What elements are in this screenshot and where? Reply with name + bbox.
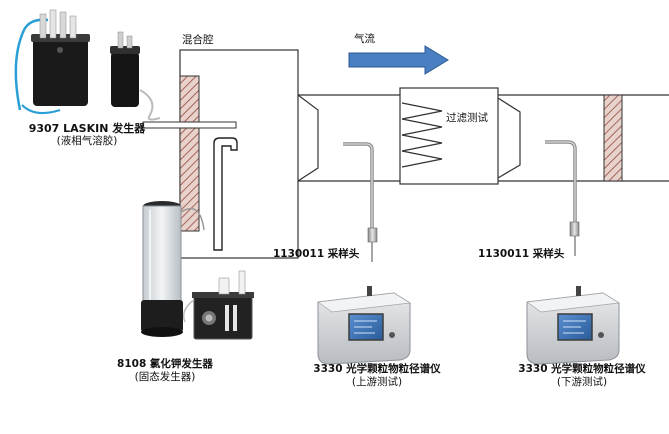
kcl-generator-subtitle: (固态发生器) bbox=[134, 371, 196, 383]
downstream-mixing-baffle bbox=[603, 94, 623, 182]
aerosol-injection-tube bbox=[142, 121, 237, 129]
probe-upstream-label: 1130011 采样头 bbox=[273, 248, 360, 260]
filter-test-label: 过滤测试 bbox=[446, 112, 488, 124]
kcl-generator-title: 8108 氯化钾发生器 bbox=[117, 358, 213, 370]
laskin-generator-image bbox=[14, 9, 161, 121]
filter-test-section bbox=[399, 87, 499, 185]
mixing-chamber-inlet-baffle bbox=[179, 75, 200, 232]
spectrometer-downstream-image bbox=[526, 286, 621, 365]
laskin-generator-subtitle: (液相气溶胶) bbox=[56, 135, 118, 147]
duct-upstream bbox=[297, 94, 400, 182]
spectrometer-downstream-subtitle: (下游测试) bbox=[556, 376, 608, 388]
mixing-chamber-label: 混合腔 bbox=[182, 34, 214, 46]
kcl-generator-image bbox=[141, 201, 254, 340]
kcl-generator-label: 8108 氯化钾发生器 (固态发生器) bbox=[100, 358, 230, 384]
spectrometer-upstream-subtitle: (上游测试) bbox=[351, 376, 403, 388]
probe-downstream-label: 1130011 采样头 bbox=[478, 248, 565, 260]
probe-upstream bbox=[343, 142, 378, 262]
spectrometer-upstream-title: 3330 光学颗粒物粒径谱仪 bbox=[313, 363, 441, 375]
spectrometer-downstream-title: 3330 光学颗粒物粒径谱仪 bbox=[518, 363, 646, 375]
spectrometer-upstream-image bbox=[317, 286, 412, 365]
spectrometer-downstream-label: 3330 光学颗粒物粒径谱仪 (下游测试) bbox=[505, 363, 659, 389]
spectrometer-upstream-label: 3330 光学颗粒物粒径谱仪 (上游测试) bbox=[300, 363, 454, 389]
laskin-generator-title: 9307 LASKIN 发生器 bbox=[28, 122, 146, 135]
laskin-generator-label: 9307 LASKIN 发生器 (液相气溶胶) bbox=[26, 122, 148, 148]
airflow-arrow bbox=[348, 45, 449, 75]
probe-downstream bbox=[545, 140, 580, 256]
duct-downstream bbox=[497, 94, 669, 182]
kcl-injection-tube bbox=[213, 137, 238, 251]
mixing-chamber bbox=[179, 49, 299, 259]
airflow-label: 气流 bbox=[354, 33, 375, 45]
